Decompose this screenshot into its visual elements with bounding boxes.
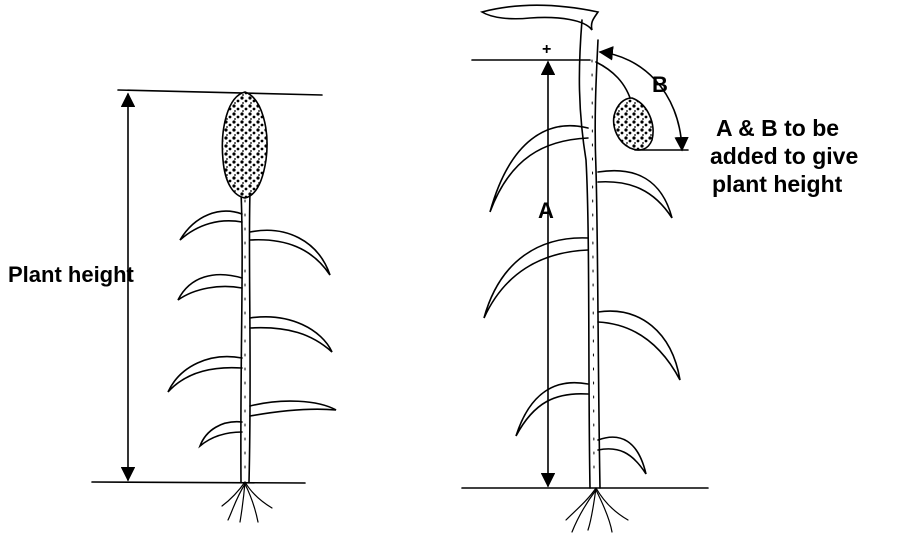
note-line-2: added to give	[710, 143, 858, 169]
plus-marker: +	[542, 41, 551, 58]
left-panicle-icon	[222, 92, 267, 198]
note-text: A & B to be added to give plant height	[710, 115, 858, 197]
left-roots	[222, 482, 272, 522]
plant-height-label: Plant height	[8, 262, 135, 287]
left-plant	[92, 90, 336, 522]
right-leaves	[484, 126, 680, 474]
left-top-reference-line	[118, 90, 322, 95]
note-line-3: plant height	[712, 171, 843, 197]
right-flag-leaf	[482, 5, 598, 30]
left-leaves	[168, 211, 336, 446]
note-line-1: A & B to be	[716, 115, 839, 141]
left-ground-line	[92, 482, 305, 483]
right-panicle-icon	[614, 98, 653, 150]
right-roots	[566, 488, 628, 532]
right-plant	[462, 5, 708, 532]
right-stem	[579, 20, 600, 488]
segment-a-label: A	[538, 198, 554, 223]
segment-b-label: B	[652, 72, 668, 97]
right-peduncle	[596, 62, 632, 104]
